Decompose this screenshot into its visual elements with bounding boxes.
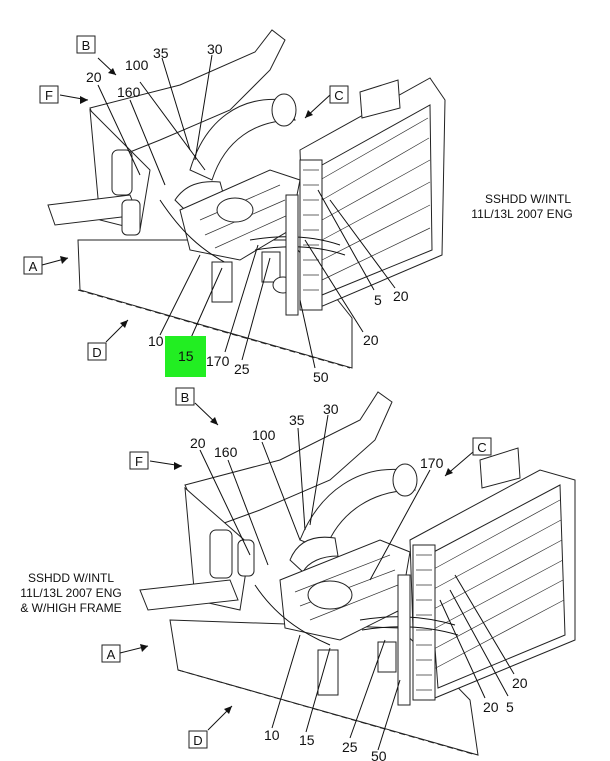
top-engine-assembly-drawing <box>47 29 446 369</box>
bottom-callout-25[interactable]: 25 <box>342 739 358 755</box>
top-callout-30[interactable]: 30 <box>207 41 223 57</box>
bottom-view: B F C A D 35 30 20 100 160 170 20 20 5 1… <box>20 387 576 761</box>
top-callout-5[interactable]: 5 <box>374 292 382 308</box>
top-view-box-d: D <box>87 342 107 361</box>
top-callout-20-upper[interactable]: 20 <box>86 69 102 85</box>
top-view-box-a-frame <box>23 256 43 275</box>
bottom-callout-160[interactable]: 160 <box>214 444 238 460</box>
top-callout-160[interactable]: 160 <box>117 84 141 100</box>
top-callout-35[interactable]: 35 <box>153 45 169 61</box>
top-view-box-b: B <box>76 35 96 54</box>
bottom-callout-20-upper[interactable]: 20 <box>190 435 206 451</box>
top-view: B F C A D 100 35 30 20 160 5 20 20 10 15… <box>23 29 573 385</box>
bottom-view-box-f-frame <box>129 451 149 470</box>
top-caption-line-1: SSHDD W/INTL <box>485 192 571 206</box>
bottom-view-box-b-label: B <box>181 390 190 405</box>
bottom-callout-35[interactable]: 35 <box>289 412 305 428</box>
bottom-view-box-b-frame <box>175 387 195 406</box>
top-callout-100[interactable]: 100 <box>125 57 149 73</box>
top-callout-50[interactable]: 50 <box>313 369 329 385</box>
bottom-leader-lines <box>119 402 515 751</box>
bottom-view-box-a: A <box>101 644 121 663</box>
top-view-box-c-label: C <box>334 88 343 103</box>
top-view-box-b-label: B <box>82 38 91 53</box>
top-view-box-c: C <box>329 85 349 104</box>
bottom-view-box-c: C <box>472 437 492 456</box>
bottom-view-box-c-label: C <box>477 440 486 455</box>
bottom-caption-line-3: & W/HIGH FRAME <box>20 601 121 615</box>
bottom-callout-5[interactable]: 5 <box>506 699 514 715</box>
top-view-box-b-frame <box>76 35 96 54</box>
bottom-callout-30[interactable]: 30 <box>323 401 339 417</box>
bottom-view-box-d-frame <box>188 730 208 749</box>
top-callout-25[interactable]: 25 <box>234 361 250 377</box>
top-callout-170[interactable]: 170 <box>206 353 230 369</box>
bottom-callout-10[interactable]: 10 <box>264 727 280 743</box>
bottom-caption-line-1: SSHDD W/INTL <box>28 571 114 585</box>
top-callout-15[interactable]: 15 <box>178 348 194 364</box>
top-view-box-a: A <box>23 256 43 275</box>
bottom-callout-100[interactable]: 100 <box>252 427 276 443</box>
top-callout-10[interactable]: 10 <box>148 333 164 349</box>
top-callout-20-lower[interactable]: 20 <box>363 332 379 348</box>
top-view-box-f: F <box>39 85 59 104</box>
top-view-box-f-frame <box>39 85 59 104</box>
top-view-highlight-15 <box>165 336 206 377</box>
bottom-callout-170[interactable]: 170 <box>420 455 444 471</box>
top-view-box-d-frame <box>87 342 107 361</box>
top-view-box-f-label: F <box>45 88 53 103</box>
bottom-view-box-d-label: D <box>193 733 202 748</box>
bottom-view-box-f-label: F <box>135 454 143 469</box>
bottom-callout-20-lower[interactable]: 20 <box>483 699 499 715</box>
bottom-view-box-d: D <box>188 730 208 749</box>
bottom-view-box-b: B <box>175 387 195 406</box>
top-callout-20-right[interactable]: 20 <box>393 288 409 304</box>
bottom-view-box-c-frame <box>472 437 492 456</box>
bottom-callout-20-right[interactable]: 20 <box>512 675 528 691</box>
bottom-view-box-a-label: A <box>107 647 116 662</box>
bottom-callout-50[interactable]: 50 <box>371 748 387 761</box>
top-view-box-c-frame <box>329 85 349 104</box>
top-caption-line-2: 11L/13L 2007 ENG <box>471 207 572 221</box>
top-view-box-d-label: D <box>92 345 101 360</box>
top-view-box-a-label: A <box>29 259 38 274</box>
top-leader-lines <box>41 54 396 369</box>
bottom-view-box-a-frame <box>101 644 121 663</box>
bottom-callout-15[interactable]: 15 <box>299 732 315 748</box>
bottom-caption-line-2: 11L/13L 2007 ENG <box>20 586 121 600</box>
bottom-view-box-f: F <box>129 451 149 470</box>
bottom-engine-assembly-drawing <box>139 391 576 756</box>
